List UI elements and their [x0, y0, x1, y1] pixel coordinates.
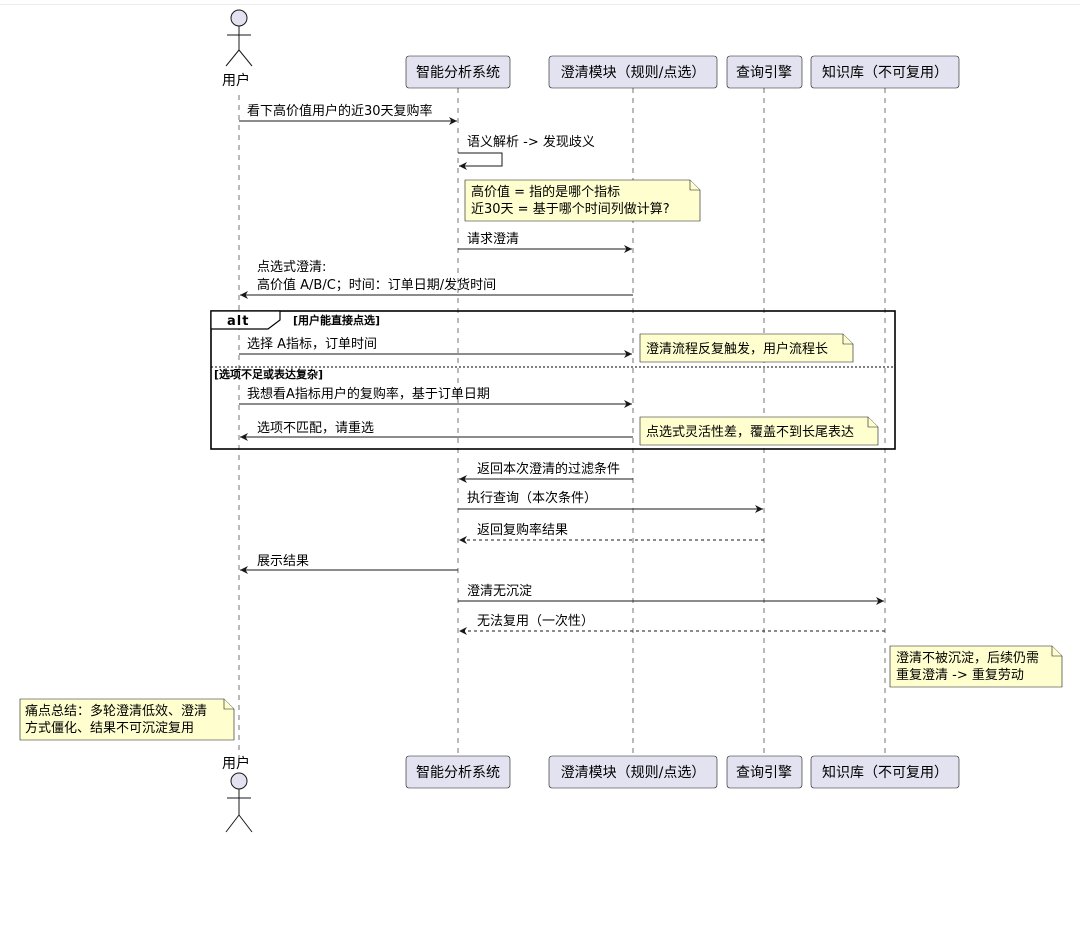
participant-kb-bottom: [810, 755, 960, 789]
note-3: [639, 416, 879, 446]
note-5-line-1: 痛点总结：多轮澄清低效、澄清: [25, 703, 207, 719]
alt-condition-2: [选项不足或表达复杂]: [214, 367, 323, 381]
alt-frame-tab: [210, 310, 281, 330]
message-1: 看下高价值用户的近30天复购率: [247, 103, 433, 119]
message-9: 执行查询（本次条件）: [467, 490, 597, 506]
message-7: 选项不匹配，请重选: [257, 420, 374, 436]
top-border: [0, 0, 1080, 5]
actor-head-icon: [230, 772, 248, 790]
message-8: 返回本次澄清的过滤条件: [477, 461, 620, 477]
participant-kb-top: [810, 55, 960, 89]
user-actor-top: [225, 9, 253, 67]
actor-head-icon: [230, 9, 248, 27]
message-5: 选择 A指标，订单时间: [247, 337, 377, 352]
participant-system-bottom: [405, 755, 511, 789]
note-2: [639, 333, 854, 363]
participant-system-top: [405, 55, 511, 89]
message-4-line-1: 点选式澄清:: [257, 260, 326, 275]
alt-frame-tag: alt: [227, 314, 249, 329]
participant-engine-label-top: 查询引擎: [736, 65, 792, 81]
arrow-2-self: [458, 152, 503, 170]
alt-condition-1: [用户能直接点选]: [293, 313, 380, 327]
note-1: [464, 179, 701, 222]
message-6: 我想看A指标用户的复购率，基于订单日期: [247, 386, 490, 402]
user-actor-label-bottom: 用户: [222, 755, 250, 772]
note-3-text: 点选式灵活性差，覆盖不到长尾表达: [646, 425, 854, 440]
user-actor-bottom: [225, 772, 253, 833]
note-1-line-2: 近30天 = 基于哪个时间列做计算?: [471, 202, 670, 217]
participant-clarify-top: [548, 55, 718, 89]
note-2-text: 澄清流程反复触发，用户流程长: [646, 341, 828, 357]
message-10: 返回复购率结果: [477, 522, 568, 538]
message-3: 请求澄清: [467, 232, 519, 247]
participant-clarify-bottom: [548, 755, 718, 789]
participant-system-label-bottom: 智能分析系统: [416, 765, 500, 781]
participant-engine-label-bottom: 查询引擎: [736, 765, 792, 781]
participant-engine-top: [726, 55, 803, 89]
user-actor-label-top: 用户: [222, 72, 250, 89]
participant-system-label-top: 智能分析系统: [416, 65, 500, 81]
note-5-line-2: 方式僵化、结果不可沉淀复用: [25, 720, 194, 736]
note-4-line-2: 重复澄清 -> 重复劳动: [896, 667, 1024, 683]
participant-kb-label-bottom: 知识库（不可复用）: [822, 764, 948, 781]
note-4-line-1: 澄清不被沉淀，后续仍需: [896, 651, 1039, 666]
note-4: [889, 645, 1063, 688]
message-13: 无法复用（一次性）: [477, 613, 594, 629]
participant-engine-bottom: [726, 755, 803, 789]
message-2: 语义解析 -> 发现歧义: [467, 134, 595, 150]
alt-frame: [210, 310, 896, 450]
message-12: 澄清无沉淀: [467, 584, 532, 599]
message-4-line-2: 高价值 A/B/C；时间：订单日期/发货时间: [257, 277, 496, 293]
participant-clarify-label-bottom: 澄清模块（规则/点选）: [561, 765, 706, 781]
note-5: [19, 698, 235, 741]
participant-kb-label-top: 知识库（不可复用）: [822, 64, 948, 81]
message-11: 展示结果: [257, 554, 309, 569]
note-1-line-1: 高价值 = 指的是哪个指标: [471, 184, 620, 200]
participant-clarify-label-top: 澄清模块（规则/点选）: [561, 65, 706, 81]
